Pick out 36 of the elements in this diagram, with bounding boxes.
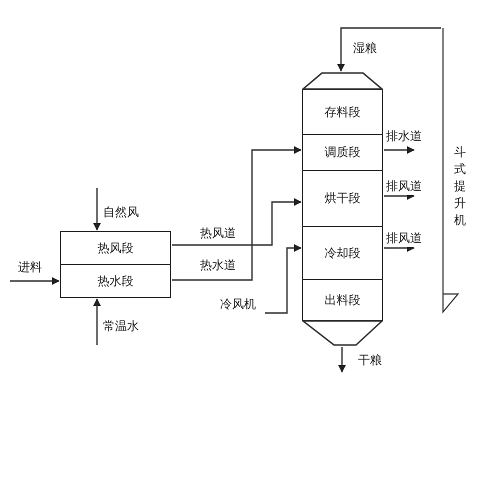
edge-label: 排风道 <box>386 230 422 247</box>
edge-label: 进料 <box>18 259 42 276</box>
section-label: 存料段 <box>324 104 360 120</box>
arrow <box>10 277 60 285</box>
section-label: 调质段 <box>324 144 360 161</box>
section-box <box>302 279 383 321</box>
section-box <box>60 264 171 298</box>
elevator-label: 斗式提升机 <box>454 144 466 229</box>
edge-label: 湿粮 <box>353 40 377 57</box>
section-label: 热风段 <box>98 240 134 256</box>
section-box <box>302 170 383 227</box>
section-label: 烘干段 <box>324 190 360 207</box>
arrow <box>172 198 302 246</box>
edge-label: 热风道 <box>200 225 236 242</box>
edge-label: 热水道 <box>200 257 236 274</box>
arrow <box>384 244 415 252</box>
edge-label: 干粮 <box>358 352 382 369</box>
arrow <box>93 188 101 231</box>
arrow <box>384 192 415 200</box>
section-box <box>302 226 383 280</box>
edge-label: 排风道 <box>386 178 422 195</box>
arrow <box>338 347 346 373</box>
section-label: 热水段 <box>98 272 134 290</box>
section-box <box>302 134 383 171</box>
source-label: 冷风机 <box>220 296 256 312</box>
section-label: 出料段 <box>324 292 360 308</box>
arrow <box>337 27 441 72</box>
arrow <box>384 146 415 154</box>
arrow <box>172 146 302 281</box>
section-box <box>60 231 171 265</box>
edge-label: 常温水 <box>103 318 139 335</box>
edge-label: 自然风 <box>103 204 139 221</box>
arrow <box>93 298 101 345</box>
section-label: 冷却段 <box>324 244 360 262</box>
arrow <box>265 244 302 314</box>
edge-label: 排水道 <box>386 128 422 145</box>
